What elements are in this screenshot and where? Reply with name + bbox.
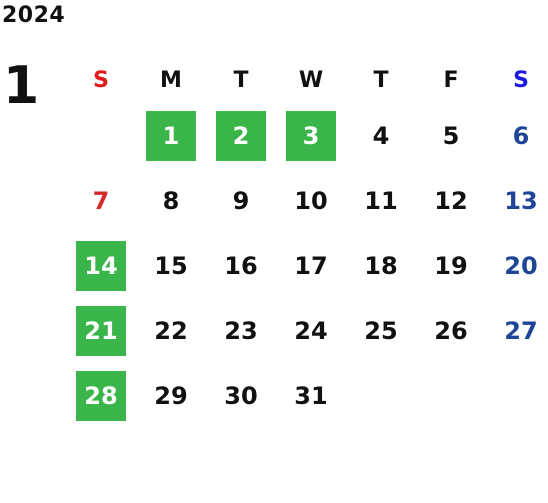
day-number: 5 xyxy=(442,121,460,150)
day-cell: 7 xyxy=(66,168,136,233)
day-number: 19 xyxy=(434,251,468,280)
day-number: 9 xyxy=(232,186,250,215)
day-number: 4 xyxy=(372,121,390,150)
day-number: 29 xyxy=(154,381,188,410)
month-number: 1 xyxy=(3,56,40,116)
day-number: 3 xyxy=(286,110,336,161)
day-number: 21 xyxy=(76,305,126,356)
day-cell: 6 xyxy=(486,103,548,168)
day-cell: 13 xyxy=(486,168,548,233)
day-cell: 12 xyxy=(416,168,486,233)
day-number: 11 xyxy=(364,186,398,215)
day-cell: 8 xyxy=(136,168,206,233)
day-number: 12 xyxy=(434,186,468,215)
weekday-header: T xyxy=(233,68,249,93)
day-number: 7 xyxy=(92,186,110,215)
day-cell: 18 xyxy=(346,233,416,298)
day-cell: 21 xyxy=(66,298,136,363)
day-cell: 20 xyxy=(486,233,548,298)
day-number: 20 xyxy=(504,251,538,280)
day-number: 26 xyxy=(434,316,468,345)
day-number: 2 xyxy=(216,110,266,161)
day-cell: 16 xyxy=(206,233,276,298)
day-cell: 3 xyxy=(276,103,346,168)
day-number: 23 xyxy=(224,316,258,345)
day-cell: 14 xyxy=(66,233,136,298)
weekday-header: S xyxy=(513,68,529,93)
weekday-header: M xyxy=(160,68,182,93)
day-number: 28 xyxy=(76,370,126,421)
day-cell: 5 xyxy=(416,103,486,168)
day-number: 6 xyxy=(512,121,530,150)
day-number: 27 xyxy=(504,316,538,345)
day-cell: 27 xyxy=(486,298,548,363)
day-number: 24 xyxy=(294,316,328,345)
day-number: 1 xyxy=(146,110,196,161)
day-number: 10 xyxy=(294,186,328,215)
day-number: 14 xyxy=(76,240,126,291)
day-cell: 23 xyxy=(206,298,276,363)
day-cell: 19 xyxy=(416,233,486,298)
day-cell: 11 xyxy=(346,168,416,233)
day-cell: 24 xyxy=(276,298,346,363)
weekday-header: F xyxy=(443,68,459,93)
day-cell: 4 xyxy=(346,103,416,168)
day-number: 15 xyxy=(154,251,188,280)
day-number: 22 xyxy=(154,316,188,345)
weekday-header: W xyxy=(298,68,324,93)
day-number: 16 xyxy=(224,251,258,280)
day-cell: 22 xyxy=(136,298,206,363)
day-cell: 26 xyxy=(416,298,486,363)
day-cell: 2 xyxy=(206,103,276,168)
year-label: 2024 xyxy=(2,3,66,28)
day-cell: 29 xyxy=(136,363,206,428)
weekday-header: S xyxy=(93,68,109,93)
day-cell: 28 xyxy=(66,363,136,428)
day-number: 8 xyxy=(162,186,180,215)
day-cell: 9 xyxy=(206,168,276,233)
day-number: 18 xyxy=(364,251,398,280)
day-cell: 1 xyxy=(136,103,206,168)
day-number: 31 xyxy=(294,381,328,410)
day-cell: 10 xyxy=(276,168,346,233)
day-number: 13 xyxy=(504,186,538,215)
day-number: 30 xyxy=(224,381,258,410)
day-number: 25 xyxy=(364,316,398,345)
day-cell: 31 xyxy=(276,363,346,428)
day-cell: 30 xyxy=(206,363,276,428)
day-cell: 17 xyxy=(276,233,346,298)
day-cell: 15 xyxy=(136,233,206,298)
weekday-header: T xyxy=(373,68,389,93)
day-number: 17 xyxy=(294,251,328,280)
day-cell: 25 xyxy=(346,298,416,363)
